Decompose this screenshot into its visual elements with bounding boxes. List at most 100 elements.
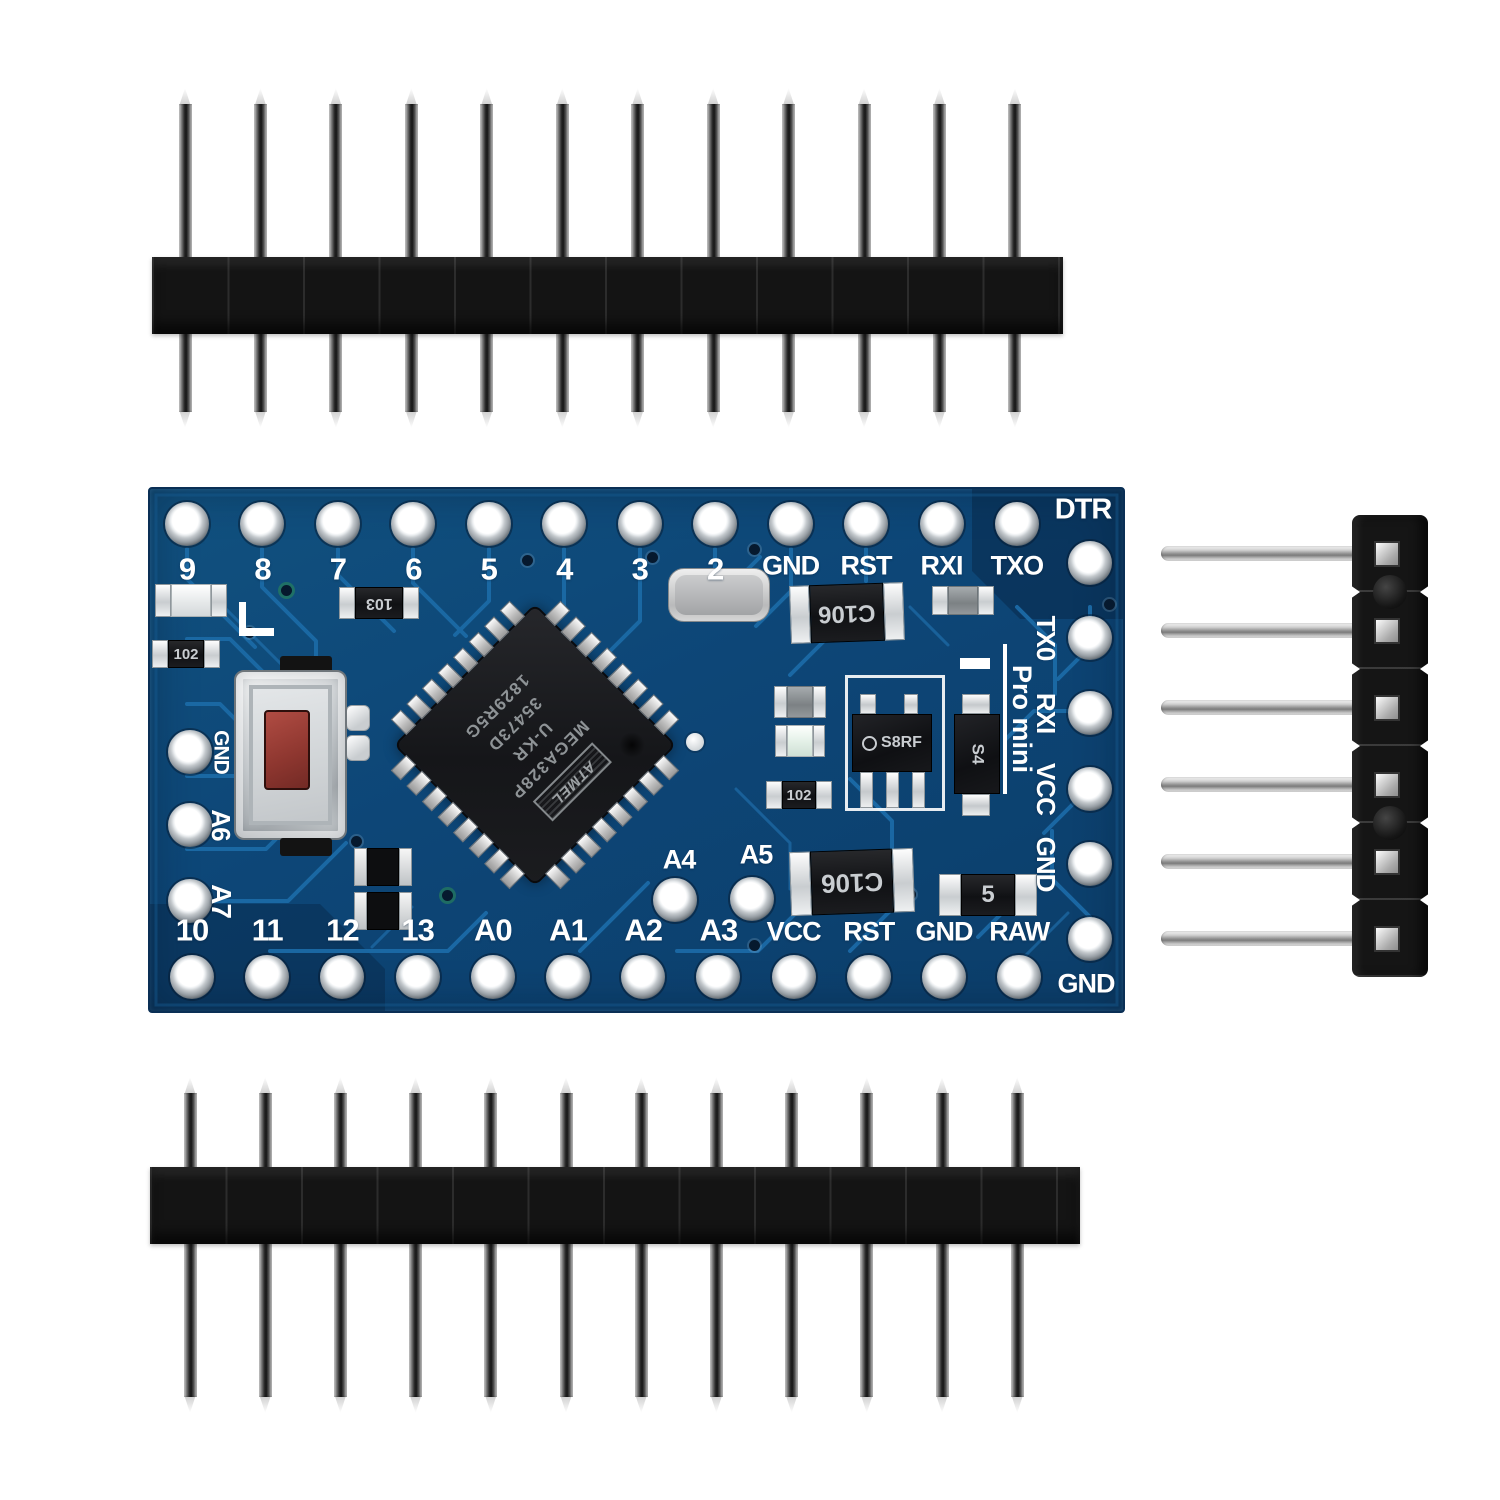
transistor-pad (962, 794, 990, 816)
resistor-102-left: 102 (152, 640, 220, 668)
header-pin (333, 1077, 347, 1413)
silkscreen-label: RST (840, 550, 893, 581)
transistor-body: S4 (954, 714, 1000, 794)
through-hole (466, 502, 511, 546)
pin-tip (255, 88, 266, 104)
pin-cross-section (1374, 694, 1400, 721)
pin-tip (335, 1077, 346, 1093)
resistor-5: 5 (939, 874, 1037, 916)
header-pin (785, 1077, 799, 1413)
capacitor-body: C106 (809, 582, 885, 644)
header-pin (1010, 1077, 1024, 1413)
solder-pad (354, 892, 367, 930)
plastic-notch (1350, 893, 1360, 907)
button-flange (280, 838, 332, 856)
plastic-notch (1420, 816, 1430, 830)
capacitor-marking: C106 (820, 866, 884, 899)
solder-pad (932, 586, 948, 615)
solder-pad (204, 640, 220, 668)
transistor-body (367, 848, 399, 886)
through-hole (844, 502, 889, 546)
silkscreen-label: VCC (766, 916, 822, 947)
through-hole (320, 955, 365, 999)
pin-tip (934, 88, 945, 104)
through-hole (168, 879, 212, 923)
plastic-notch (1350, 816, 1360, 830)
silkscreen-label: RAW (989, 916, 1050, 947)
right-angle-pin (1161, 854, 1360, 869)
smd-transistor (354, 892, 412, 930)
header-pin (409, 1077, 423, 1413)
right-angle-pin (1161, 623, 1360, 638)
silkscreen-label: GND (1057, 968, 1116, 999)
pin-header-bottom-plastic (150, 1167, 1080, 1244)
through-hole (693, 502, 738, 546)
test-pad (686, 733, 704, 751)
capacitor-c106-bottom: C106 (788, 847, 916, 917)
silkscreen-mark (245, 628, 274, 636)
pin-tip (184, 1077, 196, 1093)
pin-tip (560, 1397, 572, 1413)
solder-pad (788, 851, 813, 917)
chip-dimple (619, 732, 645, 758)
pin-shaft (860, 1093, 874, 1397)
solder-pad (789, 585, 812, 644)
silkscreen-label: 11 (251, 912, 284, 948)
pin-tip (259, 1077, 271, 1093)
capacitor-body: C106 (809, 848, 895, 916)
solder-pad (816, 781, 832, 809)
through-hole (1068, 691, 1112, 735)
pin-tip (632, 88, 643, 104)
pin-cross-section (1374, 540, 1400, 567)
solder-pad (813, 725, 825, 757)
resistor-body: 102 (782, 781, 816, 809)
transistor-s4: S4 (954, 654, 1000, 816)
right-angle-pin (1161, 700, 1360, 715)
resistor-marking: 102 (786, 786, 812, 804)
silkscreen-label: A1 (549, 912, 588, 948)
pin-tip (481, 412, 492, 428)
silkscreen-label: TXO (990, 550, 1045, 581)
pin-tip (184, 1397, 196, 1413)
button-flange (280, 656, 332, 674)
via-dot (749, 544, 760, 555)
chip-marking: ATMEL MEGA328P U-KR 35473D 1829R5G (452, 662, 619, 829)
solder-pad (891, 847, 916, 913)
via-dot (281, 585, 292, 596)
silkscreen-label: RXI (920, 550, 963, 581)
pin-tip (335, 1397, 346, 1413)
through-hole (617, 502, 662, 546)
silkscreen-label: GND (209, 730, 233, 774)
pin-tip (783, 412, 794, 428)
header-pin (935, 1077, 949, 1413)
arduino-pro-mini-board: 102 103 C106 (148, 487, 1125, 1013)
pin-tip (936, 1397, 948, 1413)
through-hole (315, 502, 360, 546)
resistor-103: 103 (339, 587, 419, 619)
header-pin (183, 1077, 197, 1413)
via-dot (749, 940, 760, 951)
silkscreen-label: RXI (1031, 692, 1061, 734)
solder-pad (354, 848, 367, 886)
resistor-body: 102 (168, 640, 204, 668)
plastic-notch (1350, 662, 1360, 676)
through-hole (771, 955, 816, 999)
capacitor-marking: C106 (817, 599, 877, 628)
status-led (775, 725, 825, 757)
through-hole (1068, 767, 1112, 811)
transistor-body (367, 892, 399, 930)
silkscreen-label: VCC (1031, 763, 1061, 815)
pin-shaft (333, 1093, 347, 1397)
plastic-notch (1420, 893, 1430, 907)
solder-pad (1015, 874, 1037, 916)
header-pin (559, 1077, 573, 1413)
resistor-body (948, 586, 978, 615)
pin-tip (259, 1397, 271, 1413)
silkscreen-label: GND (762, 550, 820, 581)
plastic-notch (1350, 739, 1360, 753)
smd-transistor (354, 848, 412, 886)
pin-shaft (634, 1093, 648, 1397)
solder-pad (775, 725, 787, 757)
pin-tip (410, 1077, 421, 1093)
silkscreen-label: A0 (473, 912, 513, 948)
